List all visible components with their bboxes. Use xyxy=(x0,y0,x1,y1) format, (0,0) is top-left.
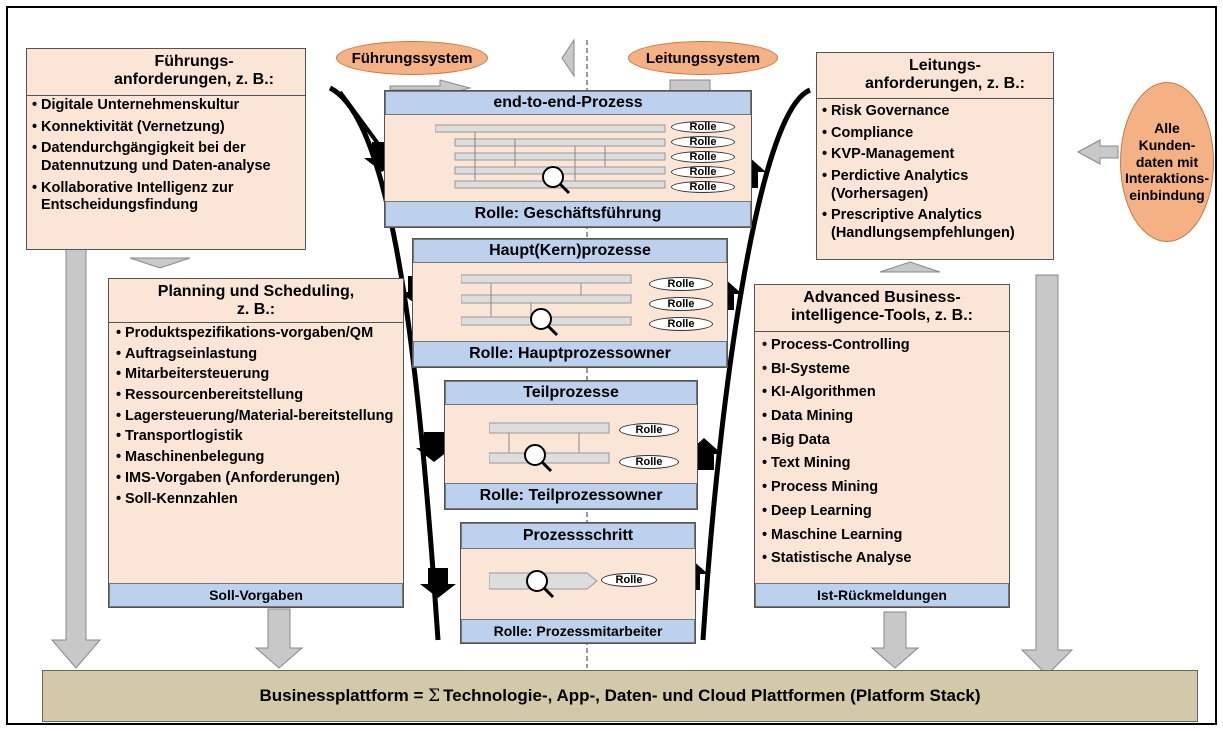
list-item: Big Data xyxy=(761,432,1005,450)
list-item: Perdictive Analytics (Vorhersagen) xyxy=(821,168,1049,203)
list-item: Statistische Analyse xyxy=(761,550,1005,568)
list-item: Maschine Learning xyxy=(761,527,1005,545)
fuehrungsanforderungen-box: Führungs- anforderungen, z. B.: Digitale… xyxy=(26,48,306,250)
rolle-ellipse: Rolle xyxy=(671,181,735,193)
list-item: Transportlogistik xyxy=(115,428,399,446)
leitungsanforderungen-box: Leitungs- anforderungen, z. B.: Risk Gov… xyxy=(816,52,1054,260)
teilprozesse-flow-graphic xyxy=(489,422,610,473)
leitungssystem-oval: Leitungssystem xyxy=(628,41,778,75)
list-item: Process Mining xyxy=(761,479,1005,497)
list-item: Kollaborative Intelligenz zur Entscheidu… xyxy=(31,180,301,215)
list-item: BI-Systeme xyxy=(761,361,1005,379)
kundendaten-label: Alle Kunden- daten mit Interaktions- ein… xyxy=(1124,120,1209,204)
kundendaten-oval: Alle Kunden- daten mit Interaktions- ein… xyxy=(1120,82,1214,242)
left-mid-down-arrow xyxy=(254,608,304,669)
magnifier-icon xyxy=(530,308,552,330)
level-hauptprozesse-role: Rolle: Hauptprozessowner xyxy=(413,341,727,367)
rolle-ellipse: Rolle xyxy=(671,136,735,148)
right-mid-down-arrow xyxy=(870,611,920,669)
rolle-ellipse: Rolle xyxy=(671,151,735,163)
ist-rueckmeldungen-footer: Ist-Rückmeldungen xyxy=(755,583,1009,607)
advanced-bi-tools-box: Advanced Business- intelligence-Tools, z… xyxy=(754,284,1010,608)
list-item: Data Mining xyxy=(761,408,1005,426)
top-triangle-marker xyxy=(561,38,575,78)
prozessschritt-flow-graphic xyxy=(489,570,598,599)
advanced-bi-tools-list: Process-Controlling BI-Systeme KI-Algori… xyxy=(755,331,1009,568)
rolle-ellipse: Rolle xyxy=(601,573,657,587)
level-prozessschritt: Prozessschritt Rolle Rolle: Prozessmitar… xyxy=(460,522,696,644)
rolle-ellipse: Rolle xyxy=(649,277,713,291)
diagram-frame xyxy=(6,6,1217,725)
list-item: Soll-Kennzahlen xyxy=(115,491,399,509)
magnifier-icon xyxy=(526,570,548,592)
down-arrow-4 xyxy=(420,568,456,598)
list-item: Datendurchgängigkeit bei der Datennutzun… xyxy=(31,140,301,175)
level-hauptprozesse-title: Haupt(Kern)prozesse xyxy=(413,239,727,263)
right-funnel-curve xyxy=(700,87,812,641)
list-item: Digitale Unternehmenskultur xyxy=(31,97,301,115)
list-item: Konnektivität (Vernetzung) xyxy=(31,119,301,137)
soll-vorgaben-footer: Soll-Vorgaben xyxy=(109,583,403,607)
sigma-symbol: Σ xyxy=(428,686,441,706)
customer-to-leitung-arrow xyxy=(1076,139,1119,165)
rolle-ellipse: Rolle xyxy=(649,317,713,331)
rolle-ellipse: Rolle xyxy=(619,423,679,437)
soll-vorgaben-label: Soll-Vorgaben xyxy=(209,587,303,603)
level-hauptprozesse: Haupt(Kern)prozesse Rolle Rolle Rolle Ro… xyxy=(412,238,728,368)
list-item: Ressourcenbereitstellung xyxy=(115,387,399,405)
list-item: Text Mining xyxy=(761,455,1005,473)
list-item: Compliance xyxy=(821,125,1049,143)
magnifier-icon xyxy=(524,444,546,466)
list-item: Maschinenbelegung xyxy=(115,449,399,467)
fuehrungsanforderungen-list: Digitale Unternehmenskultur Konnektivitä… xyxy=(27,93,305,215)
list-item: IMS-Vorgaben (Anforderungen) xyxy=(115,470,399,488)
level-prozessschritt-role: Rolle: Prozessmitarbeiter xyxy=(461,619,695,643)
list-item: Produktspezifikations-vorgaben/QM xyxy=(115,325,399,343)
fuehrungsanforderungen-title: Führungs- anforderungen, z. B.: xyxy=(114,53,274,88)
list-item: Mitarbeitersteuerung xyxy=(115,366,399,384)
fuehrungssystem-oval: Führungssystem xyxy=(336,41,488,75)
rolle-ellipse: Rolle xyxy=(671,121,735,133)
level-end-to-end: end-to-end-Prozess Rolle Rolle Rolle Rol… xyxy=(384,90,752,228)
list-item: Deep Learning xyxy=(761,503,1005,521)
ist-rueckmeldungen-label: Ist-Rückmeldungen xyxy=(817,587,947,603)
level-end-to-end-title: end-to-end-Prozess xyxy=(385,91,751,115)
level-teilprozesse: Teilprozesse Rolle Rolle Rolle: Teilproz… xyxy=(444,380,698,510)
planning-scheduling-list: Produktspezifikations-vorgaben/QM Auftra… xyxy=(109,321,403,508)
leitungssystem-label: Leitungssystem xyxy=(645,49,761,67)
advanced-bi-tools-title: Advanced Business- intelligence-Tools, z… xyxy=(791,289,973,324)
left-top-to-mid-arrow xyxy=(129,257,191,269)
businessplattform-rest: Technologie-, App-, Daten- und Cloud Pla… xyxy=(443,686,981,705)
leitungsanforderungen-title: Leitungs- anforderungen, z. B.: xyxy=(865,57,1025,92)
businessplattform-label: Businessplattform = xyxy=(259,686,429,705)
level-end-to-end-role: Rolle: Geschäftsführung xyxy=(385,201,751,227)
planning-scheduling-title: Planning und Scheduling, z. B.: xyxy=(157,283,355,318)
list-item: Prescriptive Analytics (Handlungsempfehl… xyxy=(821,207,1049,242)
left-big-down-arrow xyxy=(50,224,102,669)
rolle-ellipse: Rolle xyxy=(649,297,713,311)
list-item: Process-Controlling xyxy=(761,337,1005,355)
level-teilprozesse-role: Rolle: Teilprozessowner xyxy=(445,483,697,509)
list-item: Auftragseinlastung xyxy=(115,346,399,364)
level-teilprozesse-title: Teilprozesse xyxy=(445,381,697,405)
hauptprozesse-flow-graphic xyxy=(461,274,632,337)
level-prozessschritt-title: Prozessschritt xyxy=(461,523,695,549)
right-big-down-arrow xyxy=(1020,274,1074,676)
leitungsanforderungen-list: Risk Governance Compliance KVP-Managemen… xyxy=(817,97,1053,243)
rolle-ellipse: Rolle xyxy=(619,455,679,469)
magnifier-icon xyxy=(542,166,564,188)
end-to-end-flow-graphic xyxy=(435,124,666,195)
fuehrungssystem-label: Führungssystem xyxy=(351,49,473,67)
list-item: Lagersteuerung/Material-bereitstellung xyxy=(115,408,399,426)
list-item: KVP-Management xyxy=(821,146,1049,164)
list-item: KI-Algorithmen xyxy=(761,384,1005,402)
businessplattform-bar: Businessplattform = Σ Technologie-, App-… xyxy=(42,670,1198,722)
list-item: Risk Governance xyxy=(821,103,1049,121)
planning-scheduling-box: Planning und Scheduling, z. B.: Produkts… xyxy=(108,278,404,608)
rolle-ellipse: Rolle xyxy=(671,166,735,178)
down-arrow-3 xyxy=(416,432,452,462)
right-mid-to-top-arrow xyxy=(879,261,941,273)
